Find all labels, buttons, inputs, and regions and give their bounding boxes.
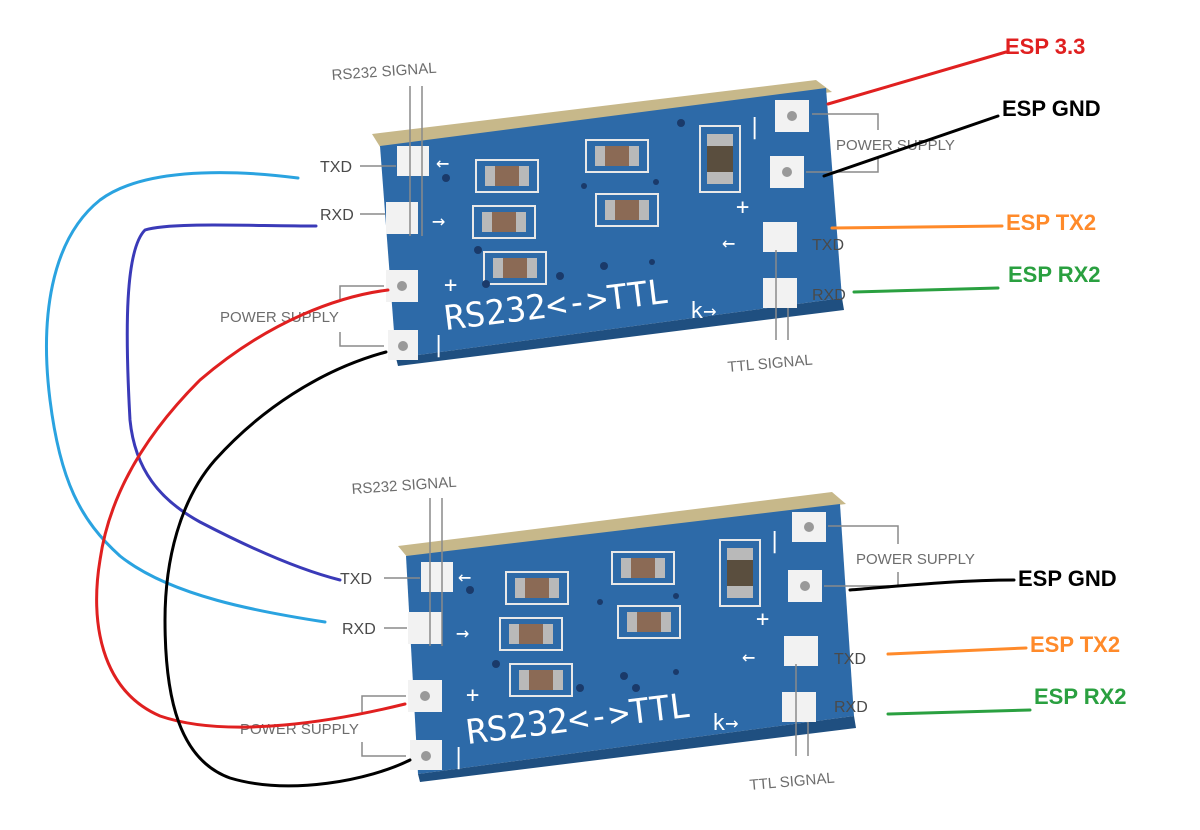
- board-1-plus-r: +: [736, 195, 749, 220]
- board-1-plus: +: [444, 273, 457, 298]
- board-1-arrow-rxd: →: [432, 209, 445, 234]
- wire-red: [95, 288, 407, 729]
- board-2-ttl-txd-label: TXD: [834, 651, 866, 668]
- board-2-vias: [466, 586, 679, 692]
- board-2-pad-rxd: [408, 612, 442, 644]
- esp-33-label: ESP 3.3: [1005, 34, 1085, 59]
- board-1-arrow-txd: ←: [436, 151, 449, 176]
- wire-black: [163, 350, 412, 788]
- board-2-arrow-rxd: →: [456, 621, 469, 646]
- board-2: ← → + | + | ← k→ RS232<->TTL RS232 SIGNA…: [240, 474, 975, 794]
- board-1-side: [396, 298, 844, 366]
- board-1-ttl-signal: TTL SIGNAL: [727, 352, 813, 376]
- board-1-txd-label: TXD: [320, 159, 352, 176]
- board-2-ttl-signal: TTL SIGNAL: [749, 770, 835, 794]
- board-1: ← → + | + | ← k→ RS232<->TTL RS232 SIGNA…: [220, 60, 955, 376]
- wire-esp-tx2-2: [886, 646, 1028, 656]
- board-2-plus: +: [466, 683, 479, 708]
- board-2-txd-label: TXD: [340, 571, 372, 588]
- board-2-pad-ttl-rxd: [782, 692, 816, 722]
- board-1-ttl-rxd-label: RXD: [812, 287, 846, 304]
- board-1-rxd-label: RXD: [320, 207, 354, 224]
- board-2-power-supply-right: POWER SUPPLY: [856, 551, 975, 568]
- board-1-pad-ttl-txd: [763, 222, 797, 252]
- board-1-arrow-ttl-rxd: k→: [690, 299, 717, 324]
- wire-esp-tx2-1: [830, 224, 1004, 230]
- board-1-capacitors: [472, 125, 741, 285]
- wire-esp-gnd-2: [848, 578, 1016, 592]
- board-2-arrow-ttl-rxd: k→: [712, 711, 739, 736]
- esp-rx2-label-1: ESP RX2: [1008, 262, 1101, 287]
- esp-gnd-label-2: ESP GND: [1018, 566, 1117, 591]
- board-1-power-supply-left: POWER SUPPLY: [220, 309, 339, 326]
- wire-esp-rx2-2: [886, 708, 1032, 716]
- board-1-ttl-txd-label: TXD: [812, 237, 844, 254]
- board-2-edge: [398, 492, 846, 558]
- wire-esp-gnd-1: [822, 114, 1000, 178]
- board-1-minus-r: |: [748, 115, 761, 140]
- wire-light-blue: [45, 171, 327, 624]
- board-1-vias: [442, 119, 685, 288]
- esp-tx2-label-2: ESP TX2: [1030, 632, 1120, 657]
- board-2-capacitors: [499, 539, 761, 697]
- esp-gnd-label-1: ESP GND: [1002, 96, 1101, 121]
- wire-esp-33: [826, 50, 1008, 106]
- board-2-arrow-ttl-txd: ←: [742, 645, 755, 670]
- board-2-plus-r: +: [756, 607, 769, 632]
- board-1-arrow-ttl-txd: ←: [722, 231, 735, 256]
- board-2-ttl-rxd-label: RXD: [834, 699, 868, 716]
- wire-dark-blue: [125, 223, 342, 582]
- board-2-pad-txd: [421, 562, 453, 592]
- board-2-side: [418, 716, 856, 782]
- board-2-pad-ttl-txd: [784, 636, 818, 666]
- wires: [45, 50, 1032, 788]
- wire-esp-rx2-1: [852, 286, 1000, 294]
- board-1-rs232-signal: RS232 SIGNAL: [331, 60, 437, 84]
- esp-tx2-label-1: ESP TX2: [1006, 210, 1096, 235]
- board-2-arrow-txd: ←: [458, 565, 471, 590]
- board-2-rxd-label: RXD: [342, 621, 376, 638]
- board-2-minus: |: [452, 745, 465, 770]
- board-1-pad-rxd: [386, 202, 418, 234]
- board-1-minus: |: [432, 333, 445, 358]
- board-1-pad-txd: [397, 146, 429, 176]
- board-1-pad-ttl-rxd: [763, 278, 797, 308]
- esp-rx2-label-2: ESP RX2: [1034, 684, 1127, 709]
- board-2-minus-r: |: [768, 529, 781, 554]
- board-2-rs232-signal: RS232 SIGNAL: [351, 474, 457, 498]
